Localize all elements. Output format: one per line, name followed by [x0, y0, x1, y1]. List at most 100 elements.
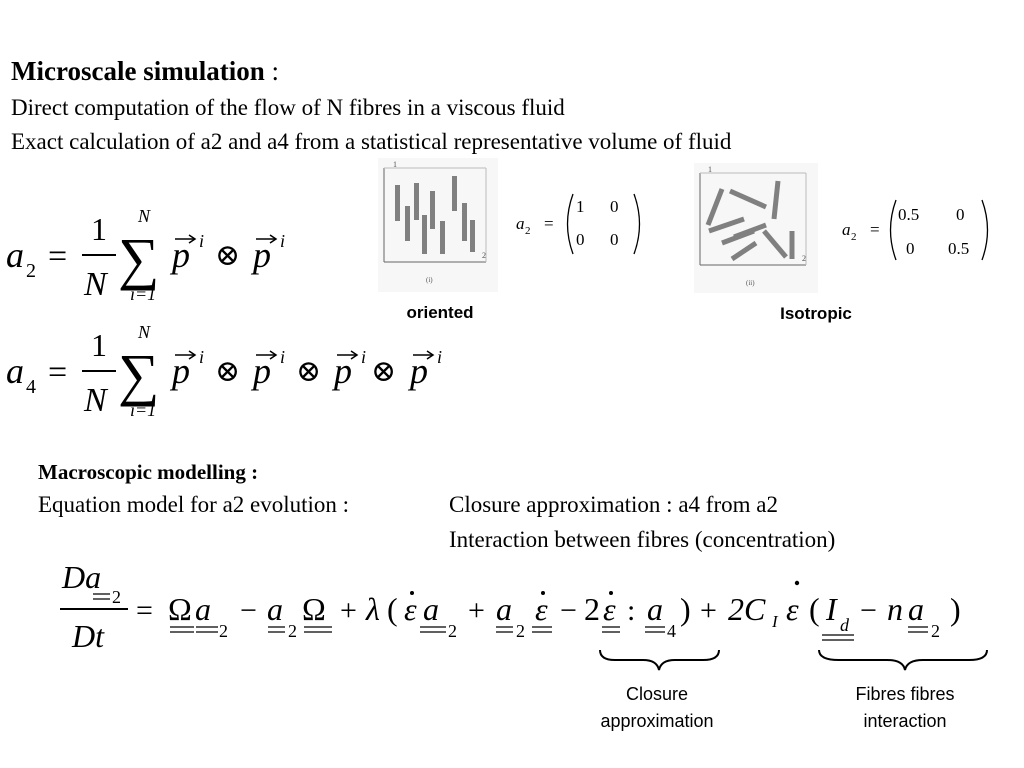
plus-2: +: [468, 594, 485, 627]
a-term-4: a: [496, 591, 512, 627]
omega-1: Ω: [168, 591, 192, 627]
a4-sum: ∑: [118, 342, 159, 407]
a4-p1: p: [169, 351, 190, 391]
isotropic-caption: Isotropic: [780, 304, 852, 323]
interaction-annotation-line-1: Fibres fibres: [855, 684, 955, 704]
a2-frac-numerator: 1: [91, 211, 107, 247]
a2-equals: =: [48, 238, 67, 275]
a-term-5: a: [647, 591, 663, 627]
isotropic-panel-label: (ii): [746, 279, 755, 287]
fibre: [395, 185, 400, 221]
macroscopic-closure-line: Closure approximation : a4 from a2: [449, 492, 778, 517]
isotropic-fibres: [705, 180, 795, 262]
oriented-fibres: [395, 176, 475, 254]
identity: I: [825, 591, 838, 627]
isotropic-m01: 0: [956, 205, 965, 224]
epsilon-4: ε: [786, 591, 799, 627]
macroscopic-title: Macroscopic modelling :: [38, 460, 259, 484]
fibre: [705, 188, 725, 226]
isotropic-m00: 0.5: [898, 205, 919, 224]
tensor-definitions: a 2 = 1 N N ∑ i=1 p i ⊗ p i a 4 = 1 N N …: [6, 206, 442, 420]
oriented-m10: 0: [576, 230, 585, 249]
closure-annotation-line-1: Closure: [625, 684, 689, 704]
oriented-left-paren: [566, 193, 574, 255]
a4-p3: p: [331, 351, 352, 391]
fibre: [733, 222, 767, 240]
microscale-line-1: Direct computation of the flow of N fibr…: [11, 95, 565, 120]
a-term-1: a: [195, 591, 211, 627]
a2-p2-sup: i: [280, 231, 285, 251]
interaction-annotation-line-2: interaction: [863, 711, 947, 731]
a2-sum-lower: i=1: [130, 284, 156, 304]
a2-sum: ∑: [118, 226, 159, 291]
n-coefficient: n: [887, 591, 903, 627]
c-coefficient-sub: I: [771, 612, 779, 631]
a2-subscript: 2: [26, 260, 36, 282]
macroscopic-model-label: Equation model for a2 evolution :: [38, 492, 350, 517]
a2-p1-sup: i: [199, 231, 204, 251]
oriented-axis-x-label: 2: [482, 251, 486, 260]
a2-symbol: a: [6, 235, 24, 275]
oriented-matrix: a 2 = 1 0 0 0: [516, 193, 641, 255]
lhs-denominator: Dt: [71, 618, 105, 654]
minus-1: −: [240, 594, 257, 627]
closure-brace: [599, 649, 720, 671]
a4-sum-lower: i=1: [130, 400, 156, 420]
fibre: [728, 188, 768, 210]
oriented-caption: oriented: [406, 303, 474, 322]
paren-close-2: ): [950, 591, 961, 627]
lambda: λ: [365, 591, 380, 627]
isotropic-axis-y-label: 1: [708, 165, 712, 174]
fibre: [405, 206, 410, 241]
fibre: [708, 216, 745, 234]
a4-symbol: a: [6, 351, 24, 391]
oriented-right-paren: [633, 193, 641, 255]
oriented-matrix-sub: 2: [525, 225, 531, 237]
a4-otimes-3: ⊗: [371, 355, 396, 388]
fibre: [440, 221, 445, 254]
microscale-title-text: Microscale simulation: [11, 56, 265, 86]
paren-open-2: (: [809, 591, 820, 627]
a4-otimes-2: ⊗: [296, 355, 321, 388]
isotropic-right-paren: [981, 199, 989, 261]
a-term-4-sub: 2: [516, 621, 525, 641]
lhs-sub: 2: [112, 587, 121, 607]
paren-close-1: ): [680, 591, 691, 627]
a4-frac-denominator: N: [83, 382, 109, 419]
oriented-axis-y-label: 1: [393, 160, 397, 169]
lhs-numerator: Da: [61, 559, 101, 595]
plus-1: +: [340, 594, 357, 627]
eq-equals: =: [136, 594, 153, 627]
epsilon-3: ε: [603, 591, 616, 627]
minus-3: −: [860, 594, 877, 627]
fibre: [422, 215, 427, 254]
plus-3: +: [700, 594, 717, 627]
a4-p2-sup: i: [280, 347, 285, 367]
a4-p4: p: [407, 351, 428, 391]
macroscopic-interaction-line: Interaction between fibres (concentratio…: [449, 527, 836, 552]
a4-subscript: 4: [26, 376, 36, 398]
fibre: [771, 180, 781, 220]
epsilon-1: ε: [404, 591, 417, 627]
isotropic-m11: 0.5: [948, 239, 969, 258]
oriented-panel-label: (i): [426, 276, 433, 284]
a4-equals: =: [48, 354, 67, 391]
omega-2: Ω: [302, 591, 326, 627]
fibre: [462, 203, 467, 241]
interaction-annotation: Fibres fibres interaction: [815, 681, 995, 735]
a4-frac-numerator: 1: [91, 327, 107, 363]
a4-otimes-1: ⊗: [215, 355, 240, 388]
oriented-m00: 1: [576, 197, 585, 216]
a-term-6: a: [908, 591, 924, 627]
microscale-line-2: Exact calculation of a2 and a4 from a st…: [11, 129, 732, 154]
colon-op: :: [627, 594, 635, 627]
interaction-brace: [818, 649, 988, 671]
oriented-m01: 0: [610, 197, 619, 216]
a-term-5-sub: 4: [667, 621, 676, 641]
oriented-matrix-equals: =: [544, 214, 554, 233]
a2-sum-upper: N: [137, 206, 151, 226]
equation-braces: [599, 649, 988, 671]
a-term-6-sub: 2: [931, 621, 940, 641]
closure-annotation-line-2: approximation: [600, 711, 714, 731]
a4-sum-upper: N: [137, 322, 151, 342]
